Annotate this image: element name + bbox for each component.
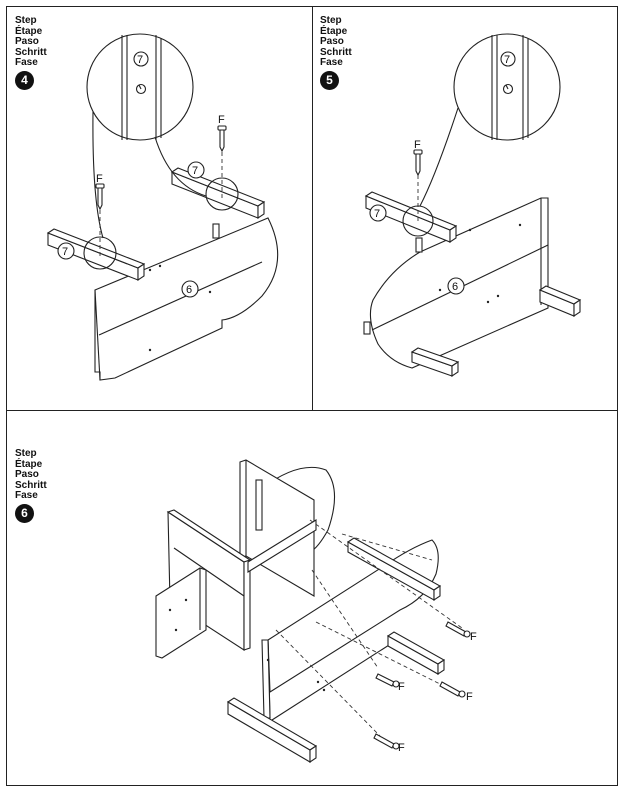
rail-callout: 7 [192,165,198,177]
detail-ring [402,205,434,237]
step-word: Step [15,15,37,26]
screw-f: F [439,681,473,703]
step-4-label: Step Étape Paso Schritt Fase 4 [15,15,47,90]
panel-seam [98,261,263,336]
screw-callout: F [470,631,477,643]
step-word: Schritt [15,479,47,491]
bracket [212,223,220,239]
panel-divider-vertical [312,6,313,410]
step-number-badge: 6 [15,503,34,523]
step-word: Étape [15,25,43,37]
step-4-illustration: F F 7 7 7 6 [46,33,279,381]
screw-f: F [373,733,405,754]
step-word: Step [320,15,342,26]
step-word: Fase [15,490,38,502]
step-word: Paso [15,469,39,481]
detail-ring [83,236,117,270]
panel-callout: 6 [452,281,458,293]
screw-callout: F [414,139,421,151]
step-word: Step [15,448,37,459]
rail-callout: 7 [374,208,380,220]
step-word: Étape [320,25,348,37]
step-5-illustration: F 7 7 6 [363,33,582,378]
step-word: Schritt [320,46,352,58]
screw-f [219,129,225,153]
step-6-label: Step Étape Paso Schritt Fase 6 [15,448,47,523]
panel-6 [94,217,279,381]
panel-callout: 6 [186,284,192,296]
screw-callout: F [96,173,103,185]
step-word: Fase [320,57,343,69]
screw-f [97,187,103,211]
screw-callout: F [218,114,225,126]
screw-callout: F [466,691,473,703]
step-word: Paso [15,36,39,48]
screw-f [415,153,421,177]
step-5-label: Step Étape Paso Schritt Fase 5 [320,15,352,90]
step-word: Étape [15,458,43,470]
screw-callout: F [398,742,405,754]
step-6-illustration: F F F F [155,459,477,764]
step-word: Paso [320,36,344,48]
rail-callout: 7 [504,54,510,66]
step-word: Schritt [15,46,47,58]
panel-divider-horizontal [6,410,618,411]
step-number-badge: 4 [15,70,34,90]
detail-ring [205,177,239,211]
screw-f: F [445,621,477,643]
rail-callout: 7 [62,246,68,258]
step-word: Fase [15,57,38,69]
screw-f: F [375,673,405,693]
screw-callout: F [398,681,405,693]
step-number-badge: 5 [320,70,339,90]
rail-callout: 7 [137,54,143,66]
side-panel [155,567,207,659]
